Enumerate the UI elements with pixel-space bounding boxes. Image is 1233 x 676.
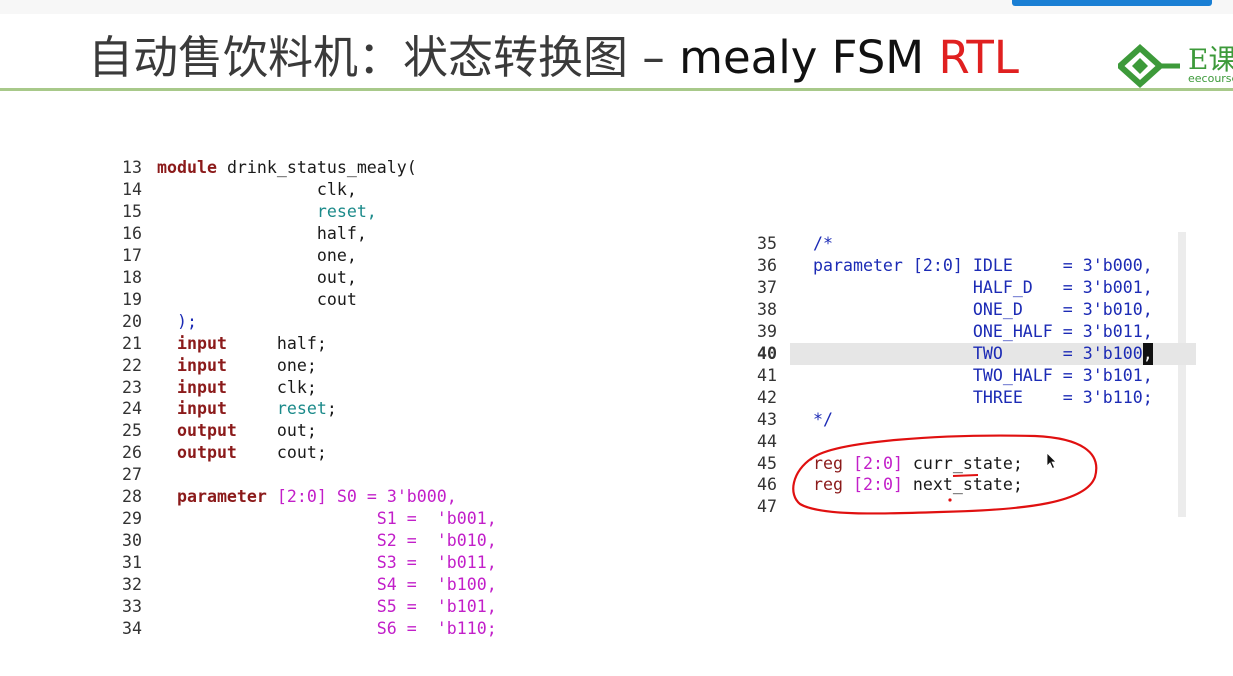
code-line: 25 output out; [122, 421, 317, 441]
code-line: 33 S5 = 'b101, [122, 597, 497, 617]
code-line: 19 cout [122, 289, 357, 309]
code-line: 32 S4 = 'b100, [122, 575, 497, 595]
current-line-highlight [790, 343, 1196, 365]
code-line: 40 TWO = 3'b100, [757, 342, 1153, 365]
code-line: 21 input half; [122, 333, 327, 353]
title-english: mealy FSM [679, 31, 939, 84]
code-line: 47 [757, 497, 777, 517]
annotation-circle [792, 434, 1098, 515]
code-line: 18 out, [122, 267, 357, 287]
code-line: 14 clk, [122, 179, 357, 199]
eecourse-logo-icon [1118, 43, 1180, 89]
code-line: 26 output cout; [122, 443, 327, 463]
code-line: 20 ); [122, 311, 197, 331]
code-line: 43*/ [757, 409, 833, 429]
title-chinese: 自动售饮料机：状态转换图 – [88, 31, 680, 84]
code-line: 39 ONE_HALF = 3'b011, [757, 321, 1153, 341]
top-blue-button[interactable] [1012, 0, 1212, 6]
text-cursor: , [1142, 342, 1153, 365]
code-line: 35/* [757, 234, 833, 253]
code-line: 41 TWO_HALF = 3'b101, [757, 365, 1153, 385]
title-divider [0, 88, 1233, 91]
code-line: 22 input one; [122, 355, 317, 375]
code-line: 27 [122, 465, 142, 485]
code-line: 17 one, [122, 245, 357, 265]
code-line: 28 parameter [2:0] S0 = 3'b000, [122, 487, 457, 507]
code-line: 37 HALF_D = 3'b001, [757, 277, 1153, 297]
code-line: 30 S2 = 'b010, [122, 531, 497, 551]
logo-subtext: eecourse [1188, 72, 1233, 85]
code-line: 23 input clk; [122, 377, 317, 397]
code-line: 42 THREE = 3'b110; [757, 387, 1153, 407]
top-bar [0, 0, 1233, 14]
code-line: 29 S1 = 'b001, [122, 509, 497, 529]
title-rtl: RTL [938, 31, 1019, 84]
logo-text: E课 [1188, 43, 1233, 76]
code-line: 15 reset, [122, 201, 377, 221]
code-line: 24 input reset; [122, 399, 337, 419]
code-line: 16 half, [122, 223, 367, 243]
code-line: 31 S3 = 'b011, [122, 553, 497, 573]
slide-title: 自动售饮料机：状态转换图 – mealy FSM RTL [88, 26, 1019, 90]
code-line: 34 S6 = 'b110; [122, 619, 497, 639]
code-line: 44 [757, 431, 777, 451]
editor-scrollbar[interactable] [1178, 232, 1186, 517]
code-line: 38 ONE_D = 3'b010, [757, 299, 1153, 319]
mouse-pointer-icon [1046, 452, 1057, 470]
